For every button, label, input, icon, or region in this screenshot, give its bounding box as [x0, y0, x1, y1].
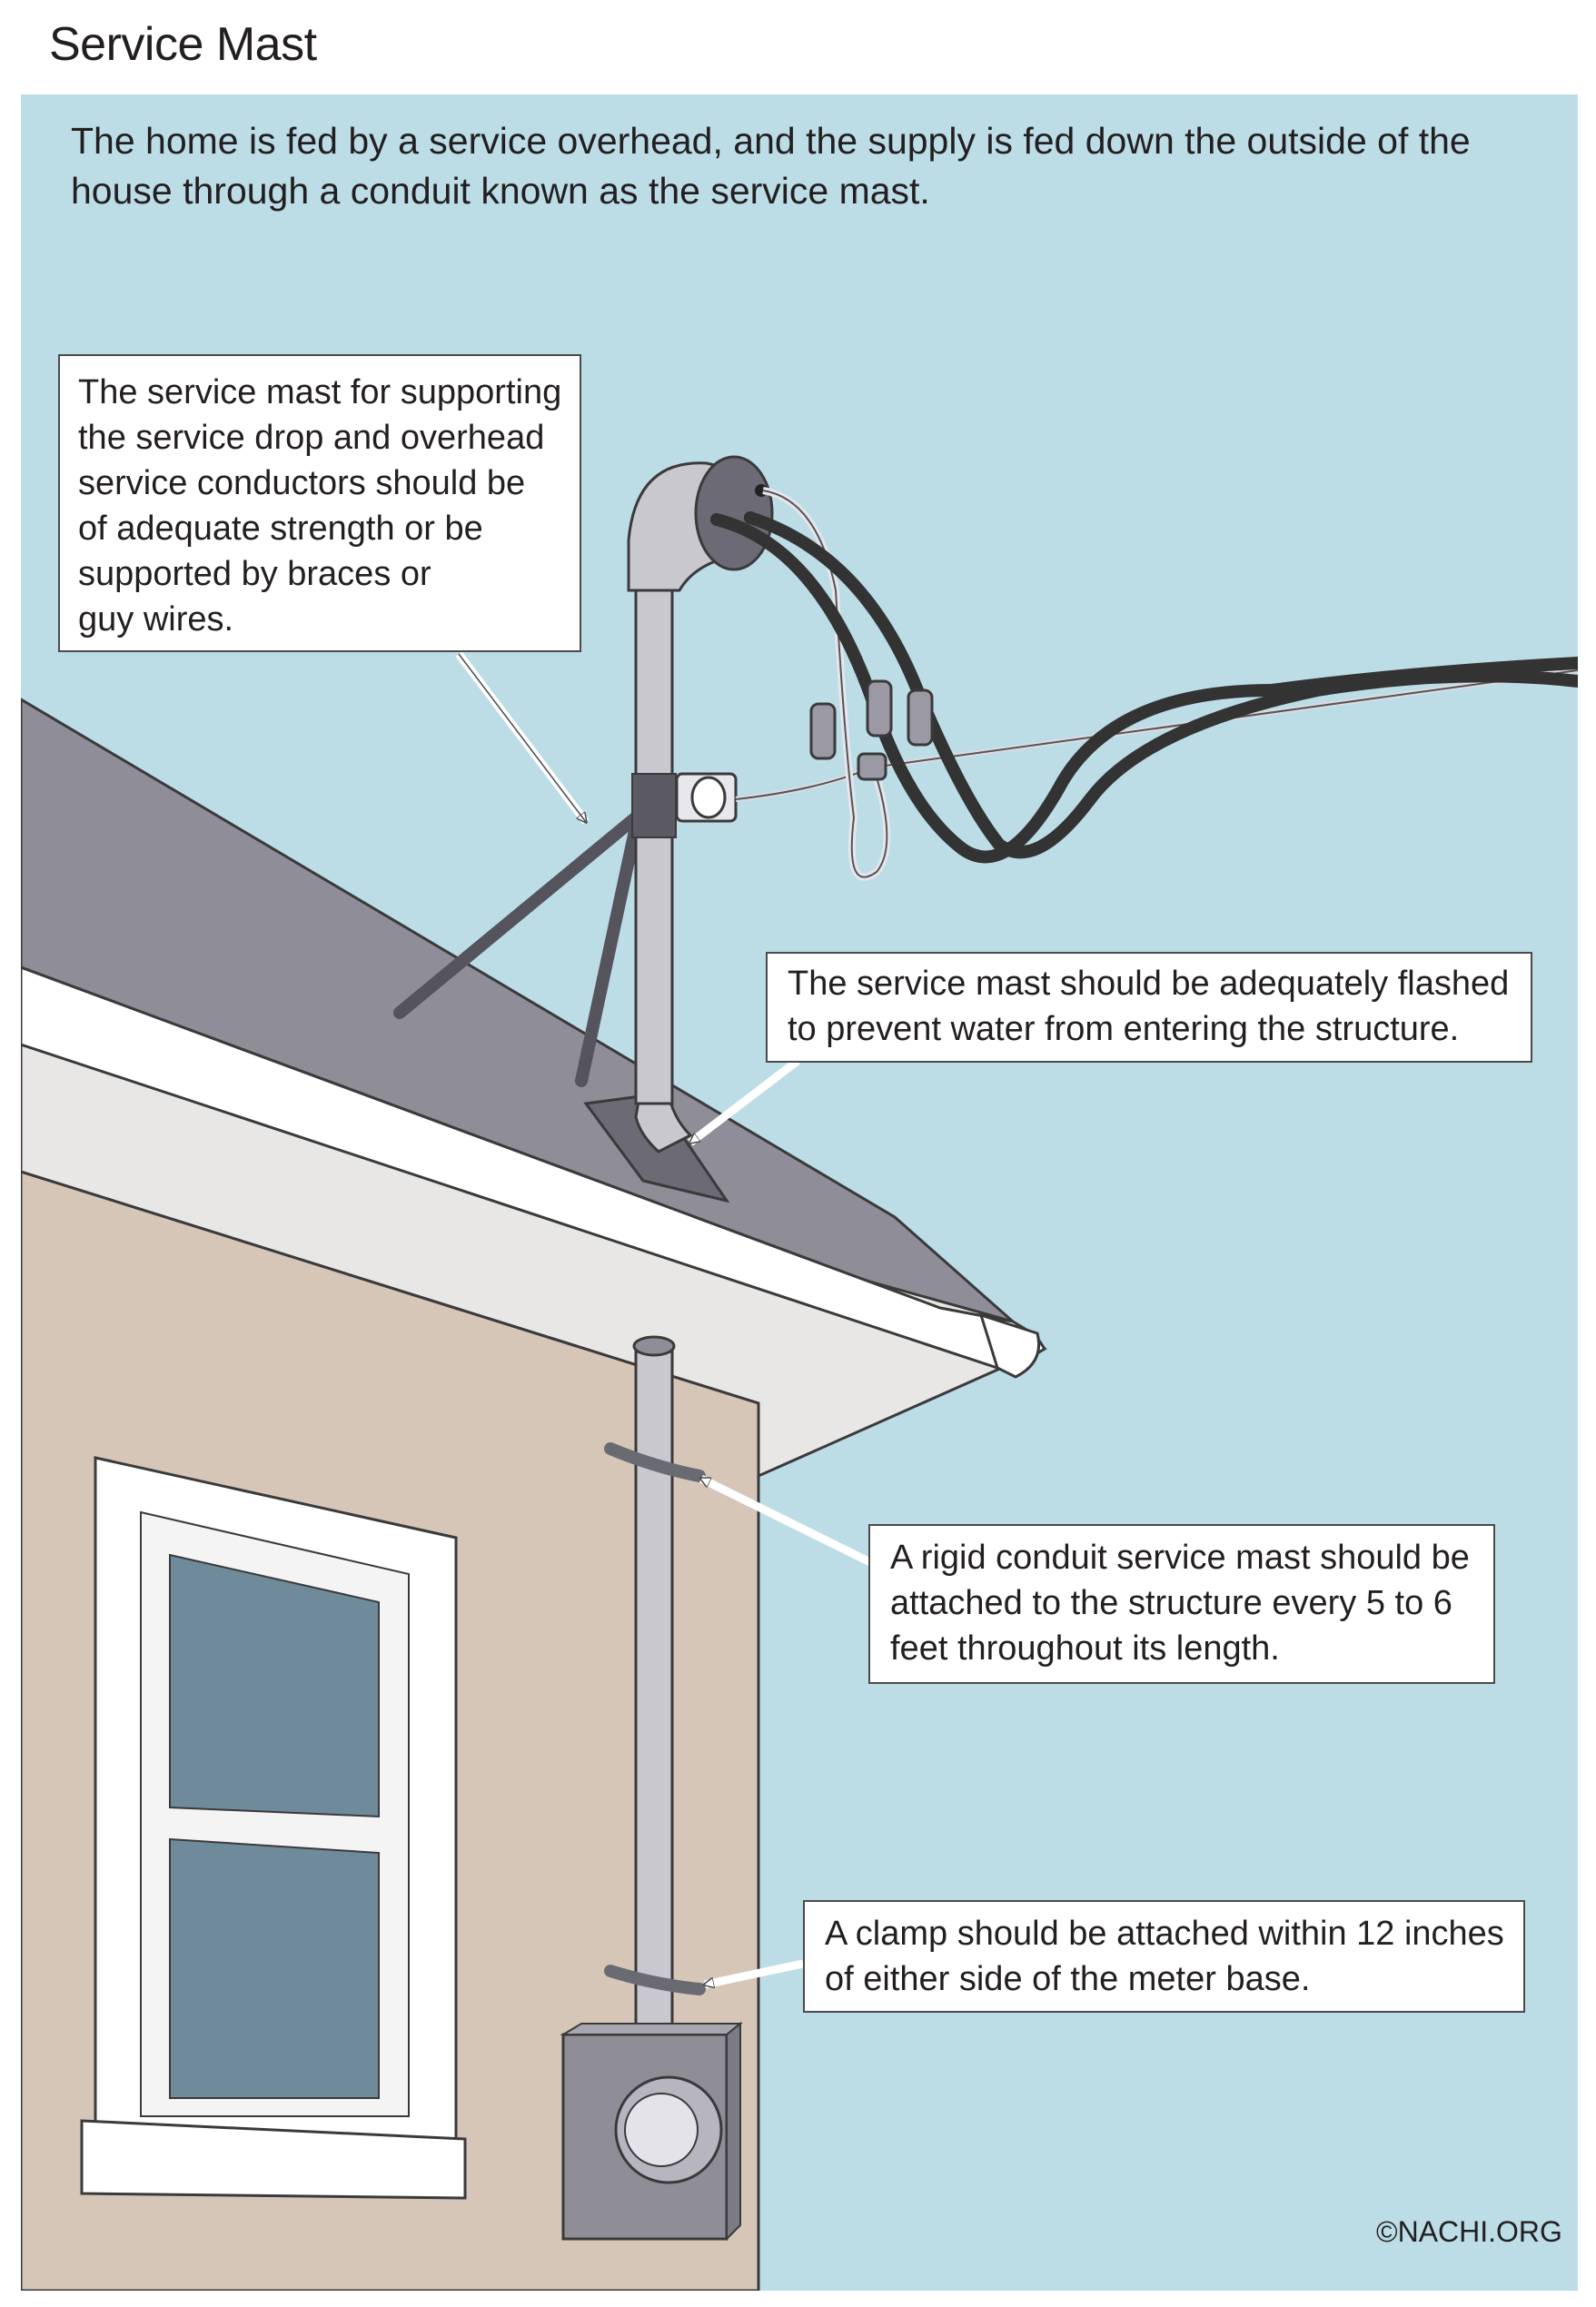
insulator — [675, 772, 738, 823]
arrow-clamp — [705, 1959, 804, 1985]
gutter — [978, 1312, 1040, 1379]
callout-line: to prevent water from entering the struc… — [788, 1010, 1460, 1048]
splice-1 — [809, 702, 837, 760]
arrow-flashing — [690, 1057, 800, 1146]
callout-line: The service mast should be adequately fl… — [788, 965, 1510, 1003]
intro-text: The home is fed by a service overhead, a… — [71, 120, 1471, 212]
callout-line: supported by braces or — [78, 555, 431, 593]
meter-glass — [624, 2093, 699, 2167]
callout-line: the service drop and overhead — [78, 419, 545, 457]
mast-clamp-band — [631, 773, 677, 838]
lower-conduit — [632, 1335, 676, 2045]
meter-base — [560, 2021, 743, 2242]
callout-line: feet throughout its length. — [890, 1629, 1280, 1668]
splice-2 — [866, 679, 893, 738]
window-upper-pane — [169, 1553, 380, 1818]
credit-text: ©NACHI.ORG — [1376, 2215, 1562, 2248]
strap-lower — [604, 1965, 706, 1995]
arrow-attachment — [701, 1474, 872, 1567]
callout-line: guy wires. — [78, 600, 234, 639]
callout-line: of adequate strength or be — [78, 510, 483, 548]
callout-clamp: A clamp should be attached within 12 inc… — [803, 1900, 1525, 2013]
splice-3 — [907, 688, 934, 747]
upper-mast — [631, 570, 677, 1105]
window — [80, 1456, 467, 2200]
callout-line: A clamp should be attached within 12 inc… — [825, 1915, 1504, 1953]
callout-line: attached to the structure every 5 to 6 — [890, 1584, 1452, 1622]
window-sill — [80, 2119, 467, 2200]
splice-4 — [857, 752, 887, 781]
arrow-support-edge — [458, 653, 587, 823]
callout-line: The service mast for supporting — [78, 373, 562, 411]
diagram-title: Service Mast — [49, 18, 317, 71]
window-lower-pane — [169, 1837, 380, 2099]
callout-flashing: The service mast should be adequately fl… — [766, 952, 1532, 1063]
callout-line: A rigid conduit service mast should be — [890, 1539, 1470, 1577]
callout-line: service conductors should be — [78, 464, 526, 502]
strap-upper — [604, 1442, 706, 1482]
house-scene — [21, 94, 1578, 2291]
mast-braces — [393, 811, 642, 1087]
service-drop — [710, 487, 1578, 881]
illustration-panel — [21, 94, 1578, 2291]
callout-mast-support: The service mast for supporting the serv… — [58, 354, 581, 652]
callout-line: of either side of the meter base. — [825, 1960, 1311, 1998]
callout-attachment: A rigid conduit service mast should be a… — [868, 1524, 1495, 1684]
